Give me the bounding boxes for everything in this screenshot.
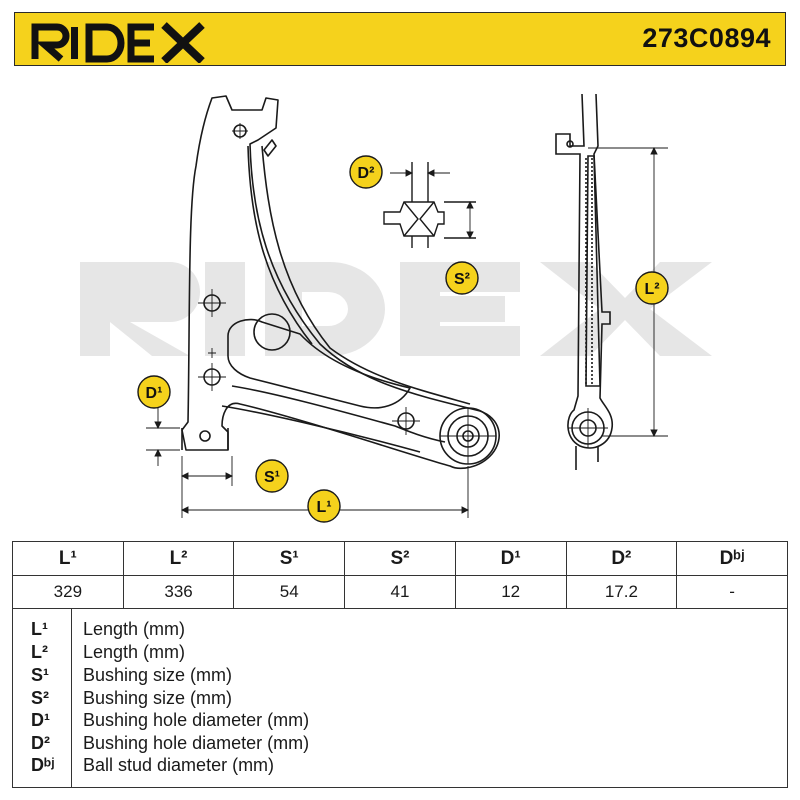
legend-item: D¹ Bushing hole diameter (mm) (13, 710, 787, 732)
legend-desc: Bushing size (mm) (83, 688, 233, 708)
legend-key: L² (31, 642, 48, 662)
legend-item: S² Bushing size (mm) (13, 688, 787, 710)
legend-desc: Ball stud diameter (mm) (83, 755, 275, 775)
spec-table-value-row: 329 336 54 41 12 17.2 - (12, 575, 788, 609)
header-bar: 273C0894 (14, 12, 786, 66)
badge-l1: L¹ (307, 489, 341, 523)
spec-value: 17.2 (565, 575, 678, 609)
legend-key: S¹ (31, 665, 49, 685)
legend-key: D¹ (31, 710, 50, 730)
legend-item: L² Length (mm) (13, 642, 787, 664)
legend-desc: Bushing size (mm) (83, 665, 233, 685)
spec-header: D¹ (454, 541, 567, 576)
legend-key: Dᵇʲ (31, 755, 55, 775)
badge-d1-label: D¹ (146, 385, 163, 402)
spec-header: L¹ (12, 541, 124, 576)
legend-item: D² Bushing hole diameter (mm) (13, 733, 787, 755)
badge-s2-label: S² (454, 271, 470, 288)
spec-header: D² (565, 541, 678, 576)
spec-value: 329 (12, 575, 124, 609)
badge-d2-label: D² (358, 165, 375, 182)
ridex-logo (31, 22, 205, 63)
spec-value: 12 (454, 575, 567, 609)
spec-table: L¹ L² S¹ S² D¹ D² Dᵇʲ 329 336 54 41 12 1… (12, 541, 788, 609)
legend-item: L¹ Length (mm) (13, 619, 787, 641)
legend-desc: Length (mm) (83, 619, 186, 639)
badge-l2-label: L² (644, 281, 659, 298)
legend-desc: Bushing hole diameter (mm) (83, 733, 310, 753)
spec-table-header-row: L¹ L² S¹ S² D¹ D² Dᵇʲ (12, 541, 788, 576)
spec-header: L² (122, 541, 235, 576)
badge-d2: D² (349, 155, 383, 189)
spec-value: 41 (344, 575, 456, 609)
ridex-watermark (80, 262, 712, 356)
badge-s2: S² (445, 261, 479, 295)
legend-divider (71, 608, 72, 787)
spec-header: S¹ (233, 541, 346, 576)
legend-key: D² (31, 733, 50, 753)
legend-desc: Length (mm) (83, 642, 186, 662)
legend-desc: Bushing hole diameter (mm) (83, 710, 310, 730)
spec-header: S² (344, 541, 456, 576)
badge-d1: D¹ (137, 375, 171, 409)
badge-l2: L² (635, 271, 669, 305)
spec-header: Dᵇʲ (676, 541, 788, 576)
part-number: 273C0894 (642, 23, 771, 53)
arm-outline (181, 95, 500, 470)
badge-s1-label: S¹ (264, 469, 280, 486)
legend-key: S² (31, 688, 49, 708)
badge-s1: S¹ (255, 459, 289, 493)
spec-value: 336 (122, 575, 235, 609)
spec-value: 54 (233, 575, 346, 609)
legend-key: L¹ (31, 619, 48, 639)
legend: L¹ Length (mm) L² Length (mm) S¹ Bushing… (12, 608, 788, 788)
control-arm-diagram: D² S² L² D¹ S¹ L¹ (80, 93, 712, 523)
legend-item: S¹ Bushing size (mm) (13, 665, 787, 687)
legend-item: Dᵇʲ Ball stud diameter (mm) (13, 755, 787, 777)
spec-value: - (676, 575, 788, 609)
badge-l1-label: L¹ (316, 499, 331, 516)
